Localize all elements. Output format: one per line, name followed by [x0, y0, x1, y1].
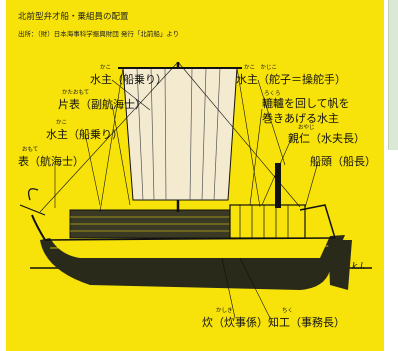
label-rokuro-line1: 轆轤を回して帆を	[262, 97, 350, 110]
artist-signature: k.l.	[352, 262, 366, 272]
ruby-kako: かこ	[56, 120, 68, 126]
ruby-kako-top: かこ	[100, 65, 112, 71]
label-rokuro-line2: 巻きあげる水主	[262, 112, 339, 125]
ruby-kataomote: かたおもて	[62, 90, 90, 96]
label-kashiki: 炊（炊事係）	[202, 316, 268, 329]
ruby-kako-kajiko: かこ かじこ	[244, 65, 278, 71]
label-kako-funanori-top: 水主（船乗り）	[90, 73, 167, 86]
label-kako-funanori: 水主（船乗り）	[46, 128, 123, 141]
ruby-kashiki: かしき	[216, 308, 233, 314]
label-kako-kajiko: 水主（舵子＝操舵手）	[236, 73, 346, 86]
label-oyaji: 親仁（水夫長）	[288, 132, 365, 145]
side-panel	[388, 0, 398, 150]
ruby-oyaji: おやじ	[298, 125, 315, 131]
diagram-title: 北前型弁才船・乗組員の配置	[18, 12, 129, 22]
ruby-omote: おもて	[22, 147, 39, 153]
label-chikuro: 知工（事務長）	[268, 316, 345, 329]
ruby-chikuro: ちく	[282, 308, 294, 314]
label-kataomote: 片表（副航海士）	[58, 98, 146, 111]
label-omote: 表（航海士）	[18, 155, 84, 168]
ruby-rokuro: ろくろ	[264, 91, 281, 97]
source-note: 出所：（財）日本海事科学振興財団 発行「北前船」より	[18, 30, 180, 38]
label-sendo: 船頭（船長）	[310, 155, 376, 168]
